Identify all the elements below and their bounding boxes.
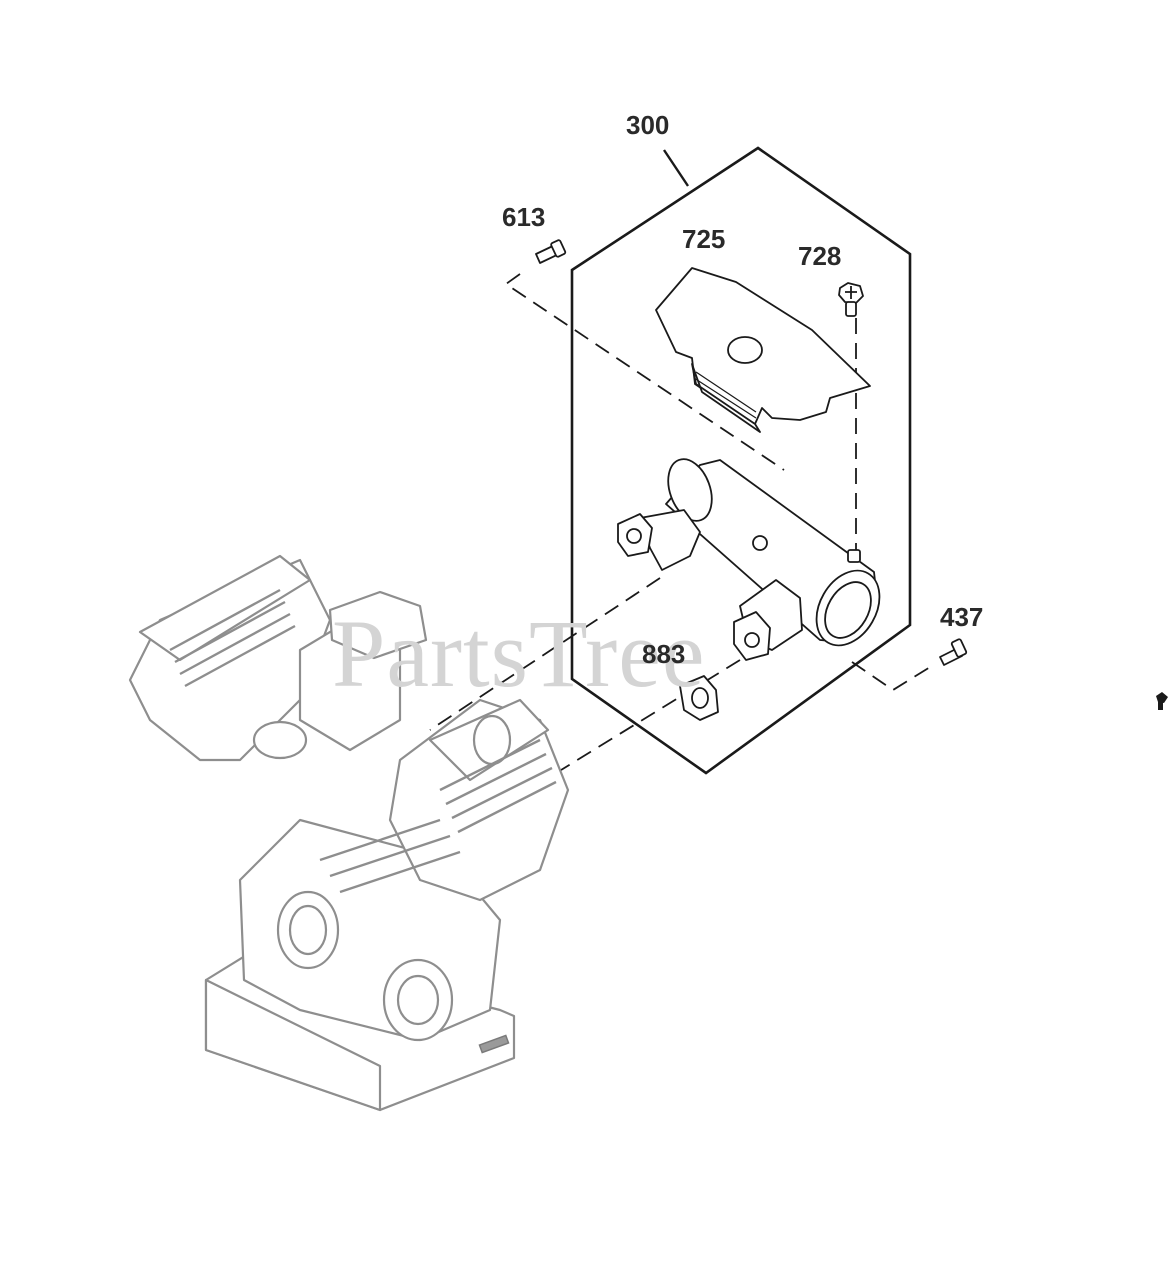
callout-300-leader	[663, 149, 689, 187]
gasket-883-icon	[679, 675, 719, 721]
leader-613	[504, 273, 785, 471]
muffler-icon	[617, 458, 881, 661]
engine-icon	[128, 554, 570, 1112]
heat-shield-725-icon	[655, 267, 871, 433]
callout-883: 883	[642, 639, 685, 669]
callout-728: 728	[798, 241, 841, 271]
leader-muffler-to-engine	[429, 577, 661, 731]
watermark-text: PartsTree	[332, 600, 705, 707]
callout-725: 725	[682, 224, 725, 254]
leader-437	[851, 661, 936, 692]
bolt-437-icon	[939, 638, 968, 666]
callout-613: 613	[502, 202, 545, 232]
screw-728-icon	[838, 282, 864, 317]
callout-437: 437	[940, 602, 983, 632]
kit-300-outline	[570, 146, 912, 775]
small-screw-icon	[1156, 692, 1168, 710]
bolt-613-icon	[535, 239, 567, 264]
callout-300: 300	[626, 110, 669, 140]
